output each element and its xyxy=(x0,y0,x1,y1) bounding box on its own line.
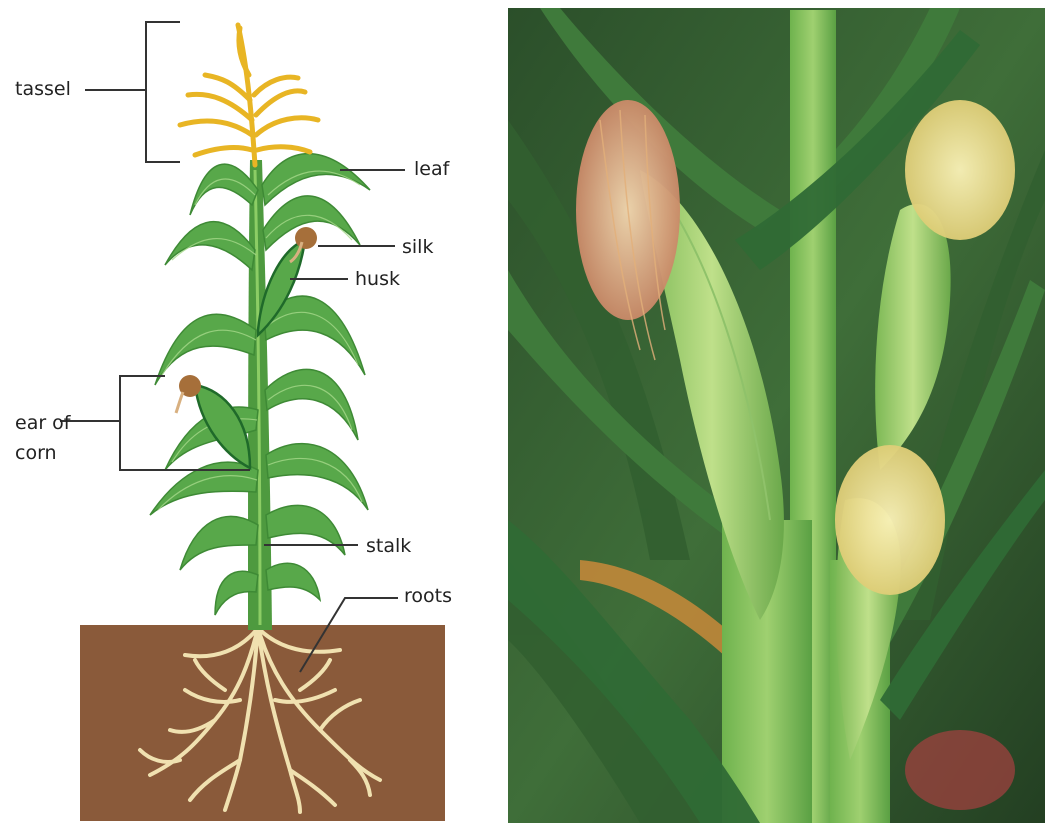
label-ear-of-corn: ear of corn xyxy=(15,408,75,468)
diagram-panel xyxy=(60,22,445,821)
tassel-illustration xyxy=(180,25,318,165)
label-tassel: tassel xyxy=(15,78,71,101)
label-roots: roots xyxy=(404,585,452,608)
corn-photo xyxy=(508,8,1045,823)
label-stalk: stalk xyxy=(366,535,411,558)
label-husk: husk xyxy=(355,268,400,291)
label-leaf: leaf xyxy=(414,158,449,181)
label-silk: silk xyxy=(402,236,433,259)
silk-upper-illustration xyxy=(295,227,317,249)
